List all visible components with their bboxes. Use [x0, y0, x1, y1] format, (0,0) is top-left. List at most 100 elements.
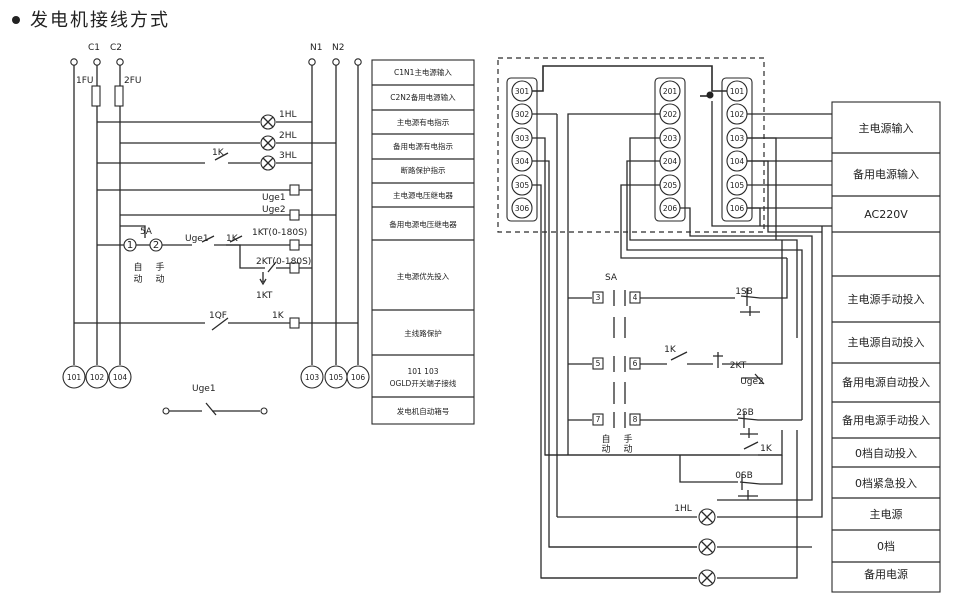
- sa-node-5: [592, 357, 604, 370]
- svg-text:101: 101: [67, 373, 82, 382]
- page-title: 发电机接线方式: [30, 10, 170, 31]
- table-row-terminals-b: OGLD开关端子接线: [390, 378, 457, 388]
- terminal-block-100: 101 102 103 104 105 106: [726, 80, 748, 219]
- svg-text:205: 205: [663, 181, 678, 190]
- svg-text:105: 105: [730, 181, 745, 190]
- relay-uge1-label: Uge1: [262, 193, 286, 203]
- lamp-1hl-label: 1HL: [279, 110, 297, 120]
- phase-n1-label: N1: [310, 43, 322, 53]
- svg-text:301: 301: [515, 87, 530, 96]
- svg-text:305: 305: [515, 181, 530, 190]
- svg-text:102: 102: [90, 373, 105, 382]
- table-row-c1n1: C1N1主电源输入: [394, 67, 452, 77]
- relay-1k: [289, 317, 300, 329]
- right-description-table: 主电源输入 备用电源输入 AC220V 主电源手动投入 主电源自动投入 备用电源…: [831, 101, 941, 593]
- table-row-main-voltage-relay: 主电源电压继电器: [393, 190, 453, 200]
- relay-1kt-label: 1KT(0-180S): [252, 228, 307, 238]
- svg-text:106: 106: [351, 373, 366, 382]
- bullet-icon: [12, 16, 20, 24]
- terminal-102: [85, 365, 109, 389]
- sa-node-3: [592, 291, 604, 304]
- switch-sa-label: 5A: [140, 227, 153, 237]
- terminal-103: [300, 365, 324, 389]
- svg-text:6: 6: [633, 359, 638, 368]
- svg-text:4: 4: [633, 293, 638, 302]
- selector-manual-2: 动: [155, 274, 164, 285]
- label-ac220v: AC220V: [864, 208, 908, 221]
- contact-1k-lower-label: 1K: [760, 444, 773, 454]
- terminal-block-300: 301 302 303 304 305 306: [511, 80, 533, 219]
- svg-text:8: 8: [633, 415, 638, 424]
- label-backup-auto: 备用电源自动投入: [842, 375, 930, 389]
- terminal-104: [108, 365, 132, 389]
- lamp-1hl-right-label: 1HL: [674, 504, 692, 514]
- svg-text:5: 5: [596, 359, 601, 368]
- switch-sa-right-label: SA: [605, 273, 618, 283]
- label-backup-power: 备用电源: [864, 567, 908, 581]
- fuse-1fu-label: 1FU: [76, 76, 94, 86]
- sa-node-7: [592, 413, 604, 426]
- terminal-106: [346, 365, 370, 389]
- svg-text:203: 203: [663, 134, 678, 143]
- label-zero: 0档: [877, 539, 895, 553]
- label-zero-emergency: 0档紧急投入: [855, 476, 917, 490]
- phase-n2-label: N2: [332, 43, 344, 53]
- label-main-manual: 主电源手动投入: [848, 292, 925, 306]
- svg-text:104: 104: [730, 157, 745, 166]
- contact-2kt-label: 2KT: [730, 361, 747, 371]
- table-row-backup-power-ind: 备用电源有电指示: [393, 141, 453, 151]
- phase-c2-label: C2: [110, 43, 122, 53]
- contact-1k-b-label: 1K: [226, 234, 239, 244]
- svg-text:304: 304: [515, 157, 530, 166]
- table-row-main-line-protect: 主线路保护: [404, 328, 442, 338]
- table-row-main-power-ind: 主电源有电指示: [397, 117, 450, 127]
- relay-2kt: [289, 262, 300, 274]
- contact-uge2-label: Uge2: [740, 377, 764, 387]
- label-main-auto: 主电源自动投入: [848, 335, 925, 349]
- lamp-2hl-label: 2HL: [279, 131, 297, 141]
- svg-text:201: 201: [663, 87, 678, 96]
- phase-c1-label: C1: [88, 43, 100, 53]
- relay-1k-label: 1K: [272, 311, 285, 321]
- contact-1k-right-label: 1K: [664, 345, 677, 355]
- svg-text:7: 7: [596, 415, 601, 424]
- sa-auto-1: 自: [601, 433, 610, 445]
- right-schematic: 301 302 303 304 305 306 201 202 203 204 …: [497, 57, 832, 587]
- svg-text:106: 106: [730, 204, 745, 213]
- fuse-1fu: [91, 85, 101, 107]
- table-row-generator-box: 发电机自动箱号: [397, 406, 450, 416]
- left-description-table: C1N1主电源输入 C2N2备用电源输入 主电源有电指示 备用电源有电指示 断路…: [371, 59, 475, 425]
- fuse-2fu-label: 2FU: [124, 76, 142, 86]
- fuse-2fu: [114, 85, 124, 107]
- sa-manual-2: 动: [623, 444, 632, 455]
- button-0sb-label: 0SB: [735, 471, 753, 481]
- table-row-main-priority: 主电源优先投入: [397, 271, 450, 281]
- lamp-3hl-label: 3HL: [279, 151, 297, 161]
- terminal-101: [62, 365, 86, 389]
- sa-manual-1: 手: [623, 433, 632, 445]
- relay-2kt-label: 2KT(0-180S): [256, 257, 311, 267]
- svg-text:206: 206: [663, 204, 678, 213]
- label-zero-auto: 0档自动投入: [855, 446, 917, 460]
- svg-text:102: 102: [730, 110, 745, 119]
- label-backup-manual: 备用电源手动投入: [842, 413, 930, 427]
- table-row-c2n2: C2N2备用电源输入: [390, 92, 456, 102]
- svg-text:2: 2: [153, 240, 159, 251]
- selector-manual-1: 手: [155, 261, 164, 273]
- left-terminals: 101 102 104 103 105 106: [62, 365, 370, 389]
- selector-auto-1: 自: [133, 261, 142, 273]
- contact-uge1-bottom-label: Uge1: [192, 384, 216, 394]
- svg-text:103: 103: [305, 373, 320, 382]
- label-main-input: 主电源输入: [859, 121, 914, 135]
- svg-text:104: 104: [113, 373, 128, 382]
- terminal-block-200: 201 202 203 204 205 206: [659, 80, 681, 219]
- contact-1kt-label: 1KT: [256, 291, 273, 301]
- contact-1k-label: 1K: [212, 148, 225, 158]
- relay-uge2: [289, 209, 300, 221]
- label-backup-input: 备用电源输入: [853, 167, 919, 181]
- table-row-break-protect: 断路保护指示: [401, 165, 446, 175]
- button-1sb-label: 1SB: [735, 287, 753, 297]
- contact-uge1-label: Uge1: [185, 234, 209, 244]
- selector-auto-2: 动: [133, 274, 142, 285]
